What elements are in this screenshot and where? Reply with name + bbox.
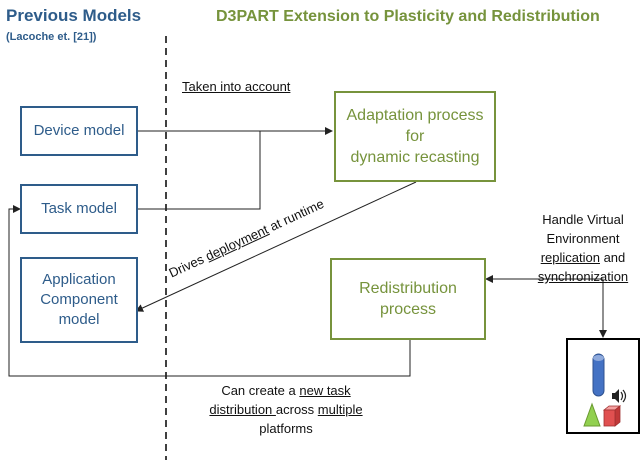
edge-adaptation-to-appcomponent	[135, 181, 417, 312]
can-create-line-2: distribution across multiple	[198, 400, 374, 419]
app-component-model-box: Application Component model	[20, 257, 138, 343]
can-create-line-1: Can create a new task	[198, 381, 374, 400]
app-component-line-3: model	[58, 311, 100, 328]
app-component-line-2: Component	[40, 291, 118, 308]
can-create-line-3: platforms	[259, 421, 313, 436]
d3part-title: D3PART Extension to Plasticity and Redis…	[216, 8, 600, 25]
redistribution-line-2: process	[379, 301, 437, 318]
handle-line-2: Environment	[546, 231, 620, 246]
taken-into-account-text: Taken into account	[182, 79, 291, 94]
handle-synchronization: synchronization	[537, 269, 629, 284]
can-create-across: across	[275, 402, 318, 417]
handle-ve-label: Handle Virtual Environment replication a…	[526, 210, 640, 286]
adaptation-line-2: for	[405, 128, 425, 145]
virtual-environment-box	[566, 338, 640, 434]
edge-redistribution-ve	[485, 275, 607, 338]
app-component-line-1: Application	[42, 271, 116, 288]
handle-and: and	[599, 250, 626, 265]
device-model-label: Device model	[33, 122, 125, 139]
device-model-box: Device model	[20, 106, 138, 156]
task-model-box: Task model	[20, 184, 138, 234]
adaptation-process-box: Adaptation process for dynamic recasting	[334, 91, 496, 182]
adaptation-line-1: Adaptation process	[346, 107, 484, 124]
can-create-newtask: new task	[299, 383, 351, 398]
previous-models-title: Previous Models	[6, 6, 142, 25]
speaker-icon	[612, 389, 627, 403]
handle-line-4: synchronization	[526, 267, 640, 286]
redistribution-line-1: Redistribution	[359, 280, 457, 297]
can-create-pre: Can create a	[221, 383, 300, 398]
cone-shape	[583, 402, 601, 427]
previous-models-citation: (Lacoche et. [21])	[6, 31, 97, 43]
virtual-environment-objects-icon	[583, 353, 627, 427]
taken-into-account-label: Taken into account	[182, 78, 290, 95]
handle-line-1: Handle Virtual	[542, 212, 624, 227]
redistribution-process-box: Redistribution process	[330, 258, 486, 340]
cylinder-shape	[592, 353, 605, 397]
can-create-multiple: multiple	[317, 402, 363, 417]
can-create-label: Can create a new task distribution acros…	[198, 381, 374, 438]
task-model-label: Task model	[41, 200, 117, 217]
edge-task-to-adaptation	[138, 131, 261, 210]
handle-line-3: replication and	[526, 248, 640, 267]
adaptation-line-3: dynamic recasting	[350, 149, 480, 166]
cube-shape	[602, 405, 622, 427]
handle-replication: replication	[540, 250, 600, 265]
edge-redistribution-to-task	[8, 205, 411, 377]
can-create-distribution: distribution	[209, 402, 276, 417]
